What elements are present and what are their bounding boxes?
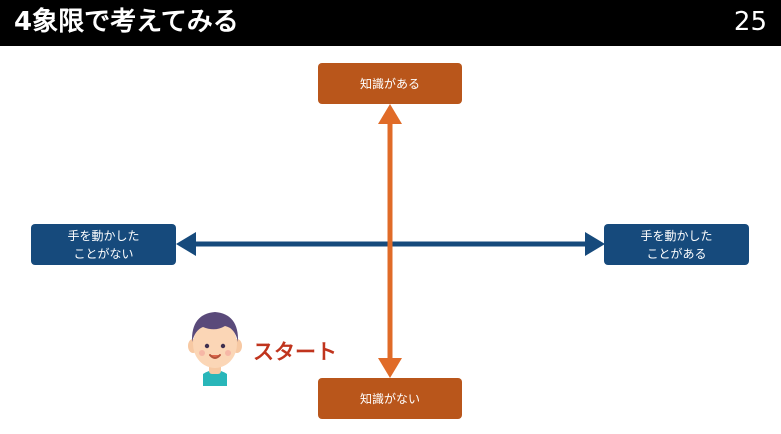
horizontal-axis-arrow-right — [585, 232, 605, 256]
axis-top-label: 知識がある — [359, 76, 420, 91]
axis-bottom-label: 知識がない — [359, 391, 420, 406]
slide-title: 4象限で考えてみる — [14, 7, 239, 37]
person-avatar-icon — [188, 312, 242, 386]
axis-left-label-line1: 手を動かした — [67, 228, 140, 243]
header-bar: 4象限で考えてみる 25 — [0, 0, 781, 46]
avatar-eye-right — [220, 343, 226, 349]
avatar-cheek-left — [199, 350, 205, 356]
start-label: スタート — [253, 340, 337, 364]
avatar-eye-left — [204, 343, 210, 349]
axis-bottom-label-box: 知識がない — [318, 378, 462, 419]
axis-right-label-line1: 手を動かした — [640, 228, 713, 243]
avatar-shirt — [203, 370, 227, 386]
vertical-axis-arrow-up — [378, 104, 402, 124]
avatar-cheek-right — [225, 350, 231, 356]
page-number: 25 — [733, 7, 767, 37]
axis-left-label-box: 手を動かした ことがない — [31, 224, 176, 265]
avatar-face — [193, 320, 237, 368]
axis-right-label-line2: ことがある — [646, 246, 707, 261]
axis-top-label-box: 知識がある — [318, 63, 462, 104]
axis-left-label-line2: ことがない — [73, 246, 134, 261]
horizontal-axis-arrow-left — [176, 232, 196, 256]
avatar-hair — [191, 312, 239, 342]
axis-right-label-box: 手を動かした ことがある — [604, 224, 749, 265]
vertical-axis-arrow-down — [378, 358, 402, 378]
avatar-mouth — [209, 354, 221, 359]
